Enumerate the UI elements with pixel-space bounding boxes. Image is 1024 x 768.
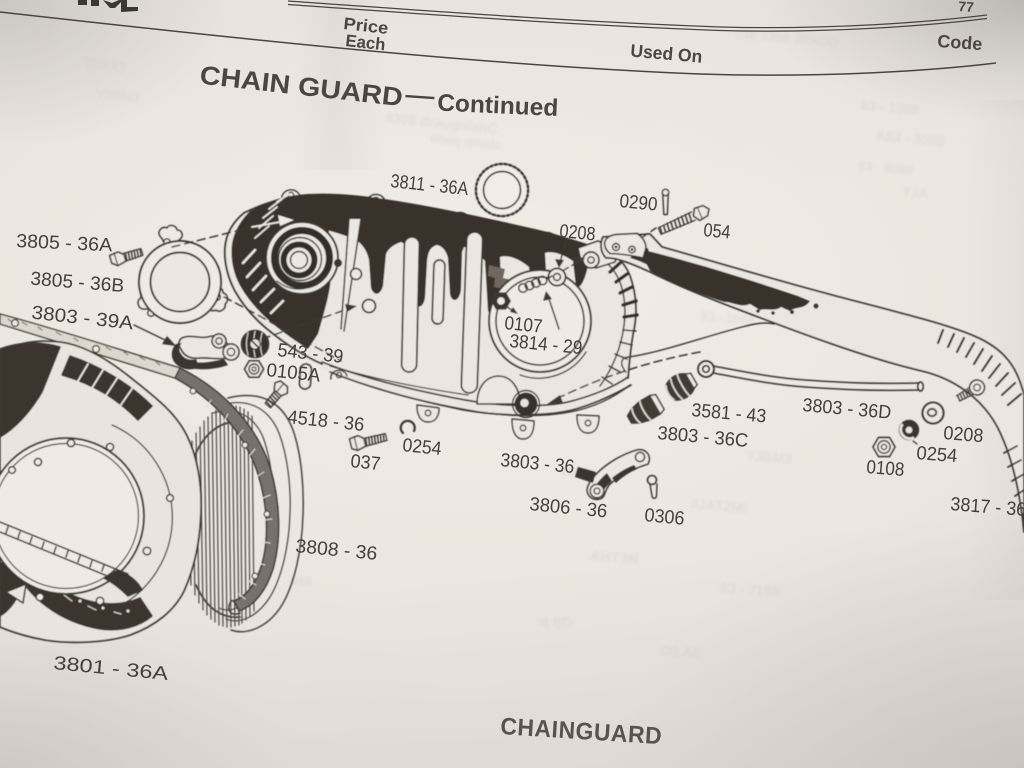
svg-text:054: 054: [703, 220, 732, 244]
svg-text:037: 037: [349, 451, 381, 475]
svg-text:0208: 0208: [559, 221, 597, 245]
svg-text:IHA: IHA: [290, 573, 314, 590]
svg-text:038 8308 JRAUO: 038 8308 JRAUO: [735, 26, 839, 50]
svg-text:0254: 0254: [916, 443, 959, 467]
svg-text:Price: Price: [343, 14, 390, 38]
svg-text:Used On: Used On: [630, 41, 703, 67]
svg-text:q qO: q qO: [540, 612, 573, 630]
svg-text:0105A: 0105A: [265, 360, 321, 387]
svg-text:3803 - 36: 3803 - 36: [500, 450, 576, 478]
svg-text:etalq qmalc: etalq qmalc: [430, 130, 503, 152]
svg-text:YJA: YJA: [902, 184, 929, 201]
svg-text:3817 - 36: 3817 - 36: [950, 494, 1024, 521]
svg-text:83 - 7188: 83 - 7188: [720, 579, 780, 599]
svg-text:TMUO: TMUO: [84, 55, 127, 75]
svg-text:3801 - 36A: 3801 - 36A: [53, 653, 170, 685]
svg-text:83 - 1088: 83 - 1088: [860, 97, 921, 118]
svg-text:CHAINGUARD: CHAINGUARD: [500, 713, 663, 750]
svg-text:4518 - 36: 4518 - 36: [286, 407, 365, 436]
svg-text:0290: 0290: [619, 191, 659, 216]
svg-text:3803 - 36D: 3803 - 36D: [802, 395, 892, 424]
svg-text:0107: 0107: [504, 313, 544, 338]
svg-text:3805 - 36B: 3805 - 36B: [30, 269, 125, 297]
svg-text:83 - 1088: 83 - 1088: [700, 308, 756, 328]
svg-text:3811 - 36A: 3811 - 36A: [389, 171, 469, 200]
svg-text:77: 77: [958, 0, 975, 15]
svg-text:AHT MI: AHT MI: [590, 547, 639, 567]
svg-text:0306: 0306: [644, 505, 686, 530]
svg-text:Each: Each: [345, 31, 387, 54]
svg-text:YJBM3: YJBM3: [745, 447, 793, 467]
svg-text:A83 - 3088: A83 - 3088: [875, 127, 946, 149]
svg-text:O8 A8: O8 A8: [660, 642, 701, 661]
svg-text:Continued: Continued: [437, 90, 559, 122]
svg-text:CHAIN GUARD: CHAIN GUARD: [198, 60, 404, 113]
svg-text:83 - 8088: 83 - 8088: [858, 158, 914, 178]
svg-text:3803 - 36C: 3803 - 36C: [657, 423, 749, 452]
svg-text:0254: 0254: [401, 435, 442, 460]
svg-text:3808 - 36: 3808 - 36: [295, 536, 379, 565]
svg-text:0208: 0208: [943, 423, 985, 447]
svg-text:0108: 0108: [866, 457, 906, 481]
svg-text:YJBM3: YJBM3: [96, 86, 141, 105]
svg-text:3805 - 36A: 3805 - 36A: [16, 231, 113, 256]
svg-text:JJAT2MI: JJAT2MI: [690, 495, 748, 516]
svg-text:3581 - 43: 3581 - 43: [691, 400, 768, 427]
svg-text:Code: Code: [937, 31, 983, 54]
svg-text:—: —: [405, 82, 436, 111]
